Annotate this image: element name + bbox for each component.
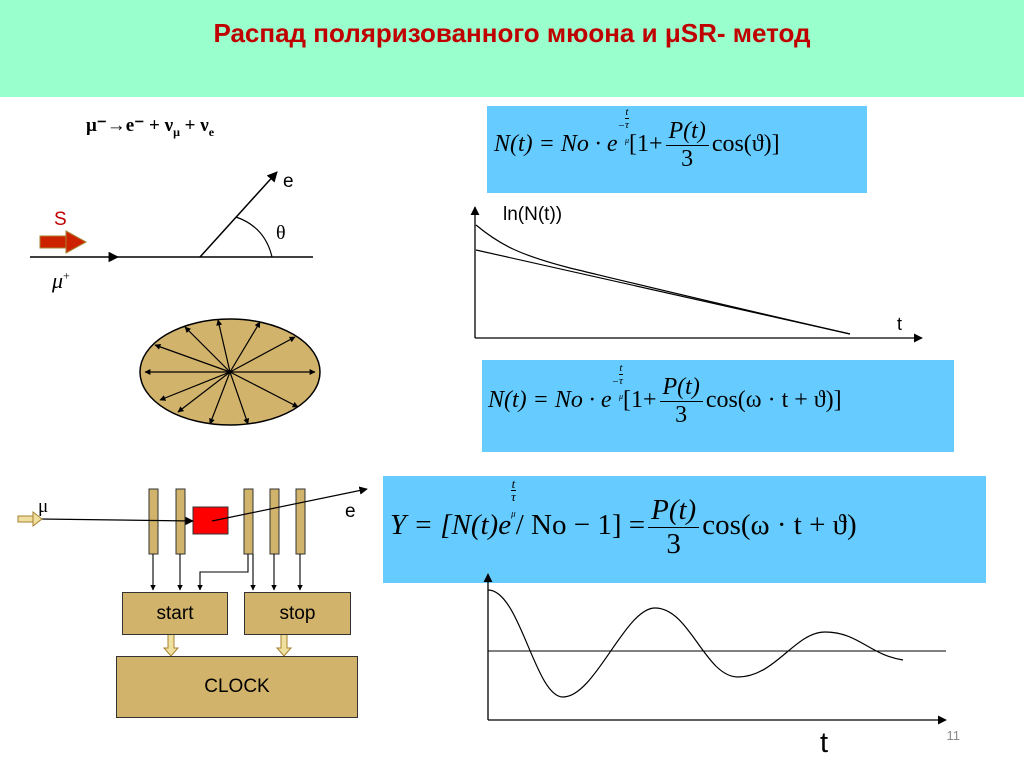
angle-label: θ [276,222,286,244]
muon-in-label: μ [38,496,49,517]
signal-wires [150,554,303,591]
formula-2-bracket: [1+ [622,387,657,414]
formula-2-tail: cos(ω · t + ϑ)] [705,387,842,414]
sample-block [192,506,229,535]
osc-plot [483,573,947,725]
electron-direction-arrow [199,171,278,258]
log-plot-ylabel: ln(N(t)) [503,204,563,225]
spin-arrow-icon [39,230,88,254]
counter-plate [269,488,280,555]
electron-label: e [283,171,294,192]
formula-1-tail: cos(ϑ)] [711,131,780,158]
stop-box: stop [244,592,351,635]
start-box: start [122,592,228,635]
muon-beam-arrow-icon [17,510,43,528]
counter-plate [148,488,159,555]
counter-plate [243,488,254,555]
osc-plot-curve [487,589,904,698]
formula-3-lhs: Y = [N(t)e [390,509,512,542]
title-banner [0,0,1024,97]
emitted-electron-line [211,486,368,522]
clock-feed-arrows [162,633,293,657]
formula-2-lhs: N(t) = No · e [488,387,612,414]
formula-box-1 [487,106,867,193]
formula-1-fraction: P(t)3 [665,118,709,173]
formula-box-2 [482,360,954,452]
radial-arrows [144,319,316,425]
log-plot-xlabel: t [897,314,903,334]
slide-title: Распад поляризованного мюона и μSR- мето… [213,18,811,48]
spin-label: S [54,209,67,230]
muon-beam-line [39,516,194,526]
muon-plus-label: μ+ [52,268,70,293]
formula-1-bracket: [1+ [628,131,663,158]
clock-box: CLOCK [116,656,358,718]
page-number: 11 [946,728,961,743]
formula-3-tail: cos(ω · t + ϑ) [702,509,857,542]
formula-1-lhs: N(t) = No · e [494,131,618,158]
formula-2-fraction: P(t)3 [659,374,703,429]
counter-plate [175,488,186,555]
formula-box-3 [383,476,986,583]
formula-3-mid: / No − 1] = [515,509,646,542]
counter-plate [295,488,306,555]
decay-reaction: μ⁻→e⁻ + νμ + νe [86,115,215,139]
angle-arc [235,216,273,258]
osc-plot-xlabel: t [820,727,829,759]
log-plot [470,206,923,343]
electron-out-label: e [345,501,356,522]
log-plot-curve [475,224,851,335]
formula-3-fraction: P(t)3 [648,494,700,561]
